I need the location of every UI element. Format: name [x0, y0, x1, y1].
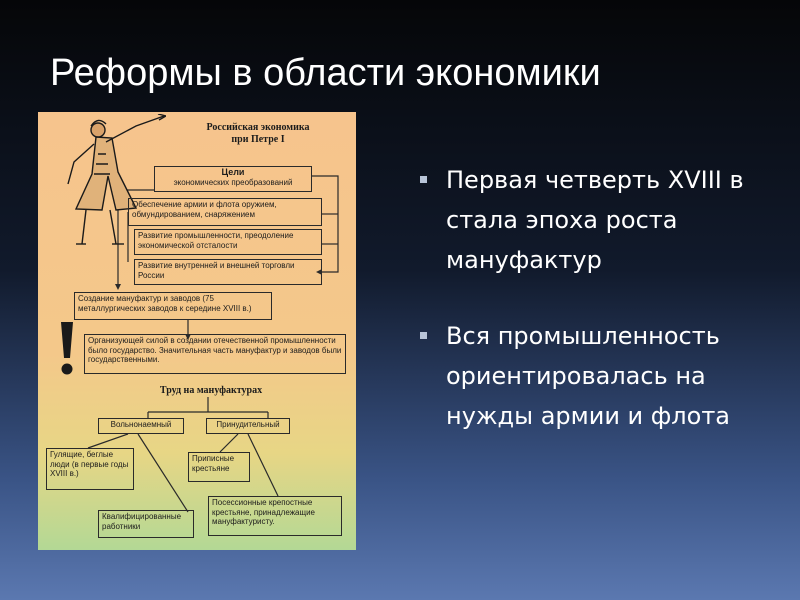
hired-labor-box: Вольнонаемный [98, 418, 184, 434]
diagram-connectors [87, 175, 339, 513]
diagram-title: Российская экономика при Петре I [168, 122, 348, 146]
goal-army-box: Обеспечение армии и флота оружием, обмун… [128, 198, 322, 226]
skilled-workers-box: Квалифицированные работники [98, 510, 194, 538]
labor-heading: Труд на мануфактурах [159, 385, 263, 396]
bullet-list: Первая четверть XVIII в стала эпоха рост… [418, 160, 778, 472]
possessional-peasants-box: Посессионные крепостные крестьяне, прина… [208, 496, 342, 536]
bullet-square-icon [420, 176, 427, 183]
bullet-item: Вся промышленность ориентировалась на ну… [418, 316, 778, 436]
forced-labor-box: Принудительный [206, 418, 290, 434]
goals-box: Цели экономических преобразований [154, 166, 312, 192]
goals-heading: Цели [221, 167, 245, 177]
state-organizer-box: Организующей силой в создании отечествен… [84, 334, 346, 374]
wandering-people-box: Гулящие, беглые люди (в первые годы XVII… [46, 448, 134, 490]
goal-industry-box: Развитие промышленности, преодоление эко… [134, 229, 322, 255]
slide-title: Реформы в области экономики [50, 52, 601, 94]
diagram-title-line2: при Петре I [231, 134, 285, 145]
manufactures-box: Создание мануфактур и заводов (75 металл… [74, 292, 272, 320]
goal-trade-box: Развитие внутренней и внешней торговли Р… [134, 259, 322, 285]
economy-diagram: Российская экономика при Петре I Цели эк… [38, 112, 356, 550]
bullet-text: Первая четверть XVIII в стала эпоха рост… [446, 166, 744, 274]
peter-figure-icon [67, 114, 166, 245]
bullet-text: Вся промышленность ориентировалась на ну… [446, 322, 731, 430]
bullet-square-icon [420, 332, 427, 339]
diagram-title-line1: Российская экономика [206, 122, 310, 133]
bullet-item: Первая четверть XVIII в стала эпоха рост… [418, 160, 778, 280]
goals-subheading: экономических преобразований [173, 177, 293, 187]
assigned-peasants-box: Приписные крестьяне [188, 452, 250, 482]
exclamation-icon [61, 322, 73, 375]
